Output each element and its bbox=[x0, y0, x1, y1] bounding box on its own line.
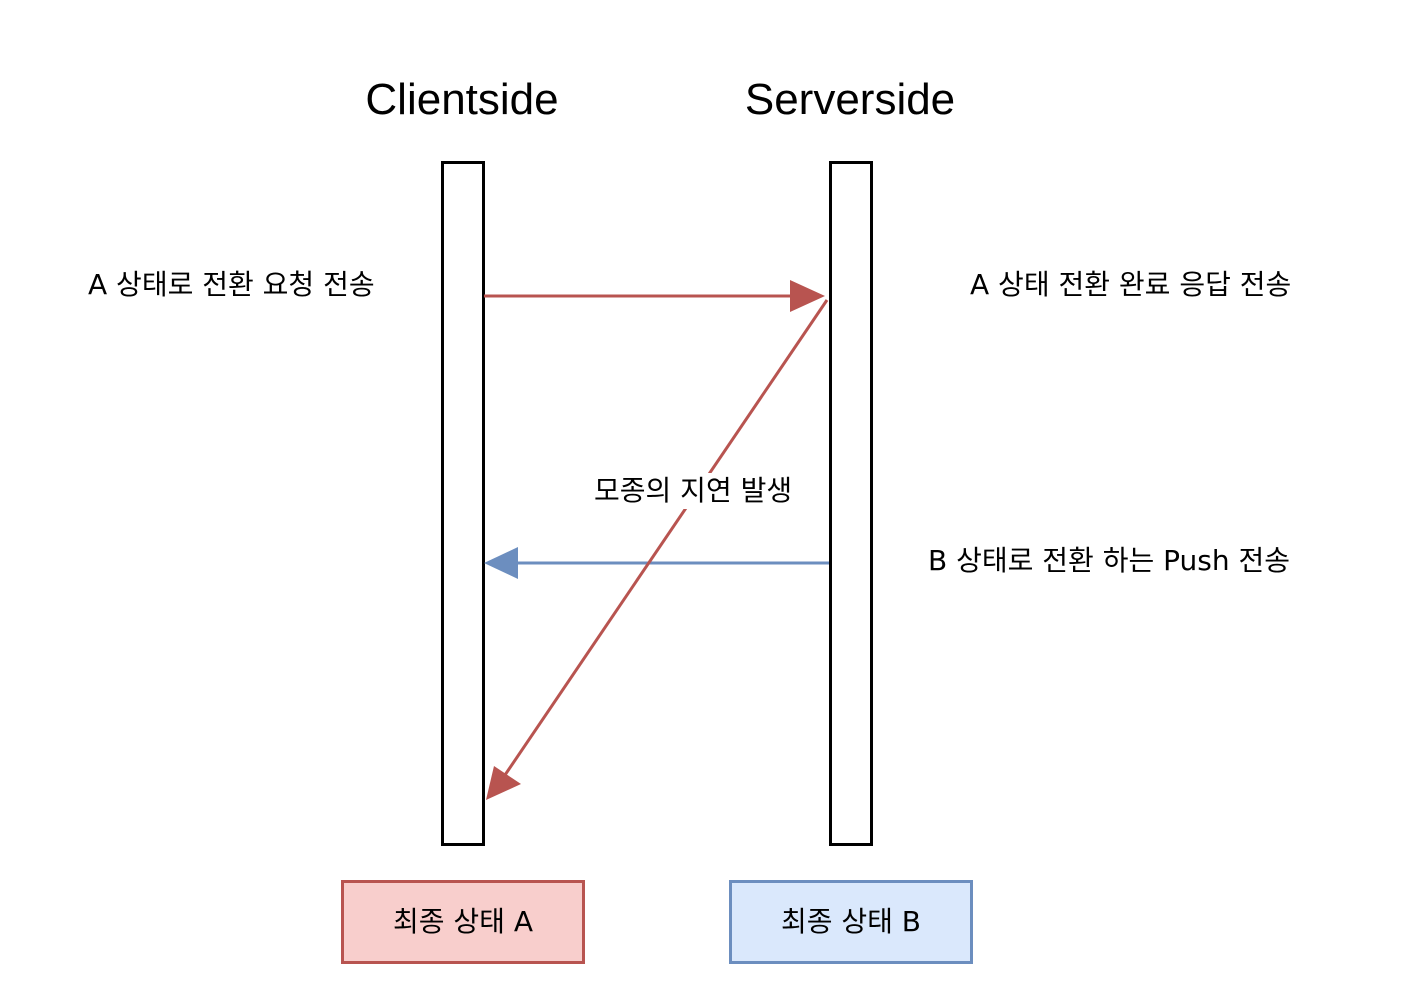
request-label: A 상태로 전환 요청 전송 bbox=[88, 268, 375, 301]
push-arrow-head bbox=[484, 547, 518, 579]
server-lifeline bbox=[829, 161, 873, 846]
client-lane-title: Clientside bbox=[365, 75, 559, 124]
delay-label: 모종의 지연 발생 bbox=[592, 473, 795, 509]
response-arrow-line bbox=[503, 299, 829, 776]
client-final-state-box: 최종 상태 A bbox=[341, 880, 585, 964]
response-arrow-head bbox=[486, 766, 521, 800]
response-label: A 상태 전환 완료 응답 전송 bbox=[970, 268, 1292, 301]
server-final-state-box: 최종 상태 B bbox=[729, 880, 973, 964]
server-lane-title: Serverside bbox=[744, 75, 956, 124]
request-arrow-head bbox=[790, 280, 825, 312]
client-lifeline bbox=[441, 161, 485, 846]
push-label: B 상태로 전환 하는 Push 전송 bbox=[928, 544, 1291, 577]
